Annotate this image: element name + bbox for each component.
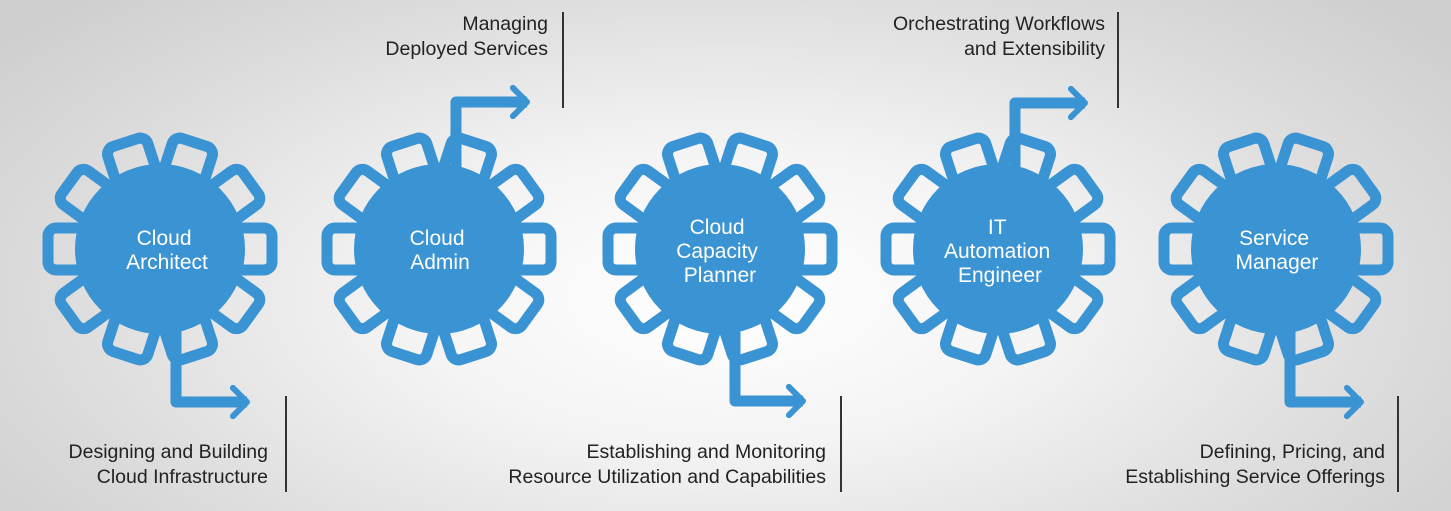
role-label-it-automation-engineer: IT Automation Engineer [944, 216, 1056, 287]
role-label-cloud-admin: Cloud Admin [410, 227, 471, 274]
role-label-cloud-capacity-planner: Cloud Capacity Planner [676, 216, 764, 287]
description-line: Resource Utilization and Capabilities [508, 466, 826, 488]
description-line: Managing [462, 13, 548, 35]
description-line: Cloud Infrastructure [96, 466, 268, 488]
description-line: Establishing and Monitoring [586, 441, 826, 463]
divider-service-manager [1397, 396, 1399, 492]
gear-cloud-admin [321, 132, 557, 366]
gear-body [635, 164, 805, 334]
arrow-it-automation-engineer [1009, 85, 1088, 180]
description-line: Orchestrating Workflows [892, 13, 1105, 35]
gear-body [913, 164, 1083, 334]
description-it-automation-engineer: Orchestrating Workflows and Extensibilit… [893, 12, 1105, 62]
description-line: and Extensibility [964, 38, 1105, 60]
gear-it-automation-engineer [880, 132, 1116, 366]
description-line: Establishing Service Offerings [1125, 466, 1385, 488]
description-cloud-capacity-planner: Establishing and Monitoring Resource Uti… [508, 440, 826, 490]
divider-cloud-architect [285, 396, 287, 492]
role-label-service-manager: Service Manager [1236, 227, 1319, 274]
description-line: Deployed Services [385, 38, 548, 60]
gear-cloud-capacity-planner [602, 132, 838, 366]
description-cloud-architect: Designing and Building Cloud Infrastruct… [69, 440, 268, 490]
gear-body [75, 164, 245, 334]
description-cloud-admin: Managing Deployed Services [385, 12, 548, 62]
divider-cloud-capacity-planner [840, 396, 842, 492]
description-line: Defining, Pricing, and [1199, 441, 1385, 463]
gear-cloud-architect [42, 132, 278, 366]
arrow-cloud-architect [170, 320, 250, 420]
gear-body [1191, 164, 1361, 334]
description-service-manager: Defining, Pricing, and Establishing Serv… [1125, 440, 1385, 490]
description-line: Designing and Building [68, 441, 268, 463]
divider-it-automation-engineer [1117, 12, 1119, 108]
gear-body [354, 164, 524, 334]
gear-service-manager [1158, 132, 1394, 366]
arrow-cloud-admin [450, 84, 530, 180]
role-label-cloud-architect: Cloud Architect [126, 227, 208, 274]
divider-cloud-admin [562, 12, 564, 108]
